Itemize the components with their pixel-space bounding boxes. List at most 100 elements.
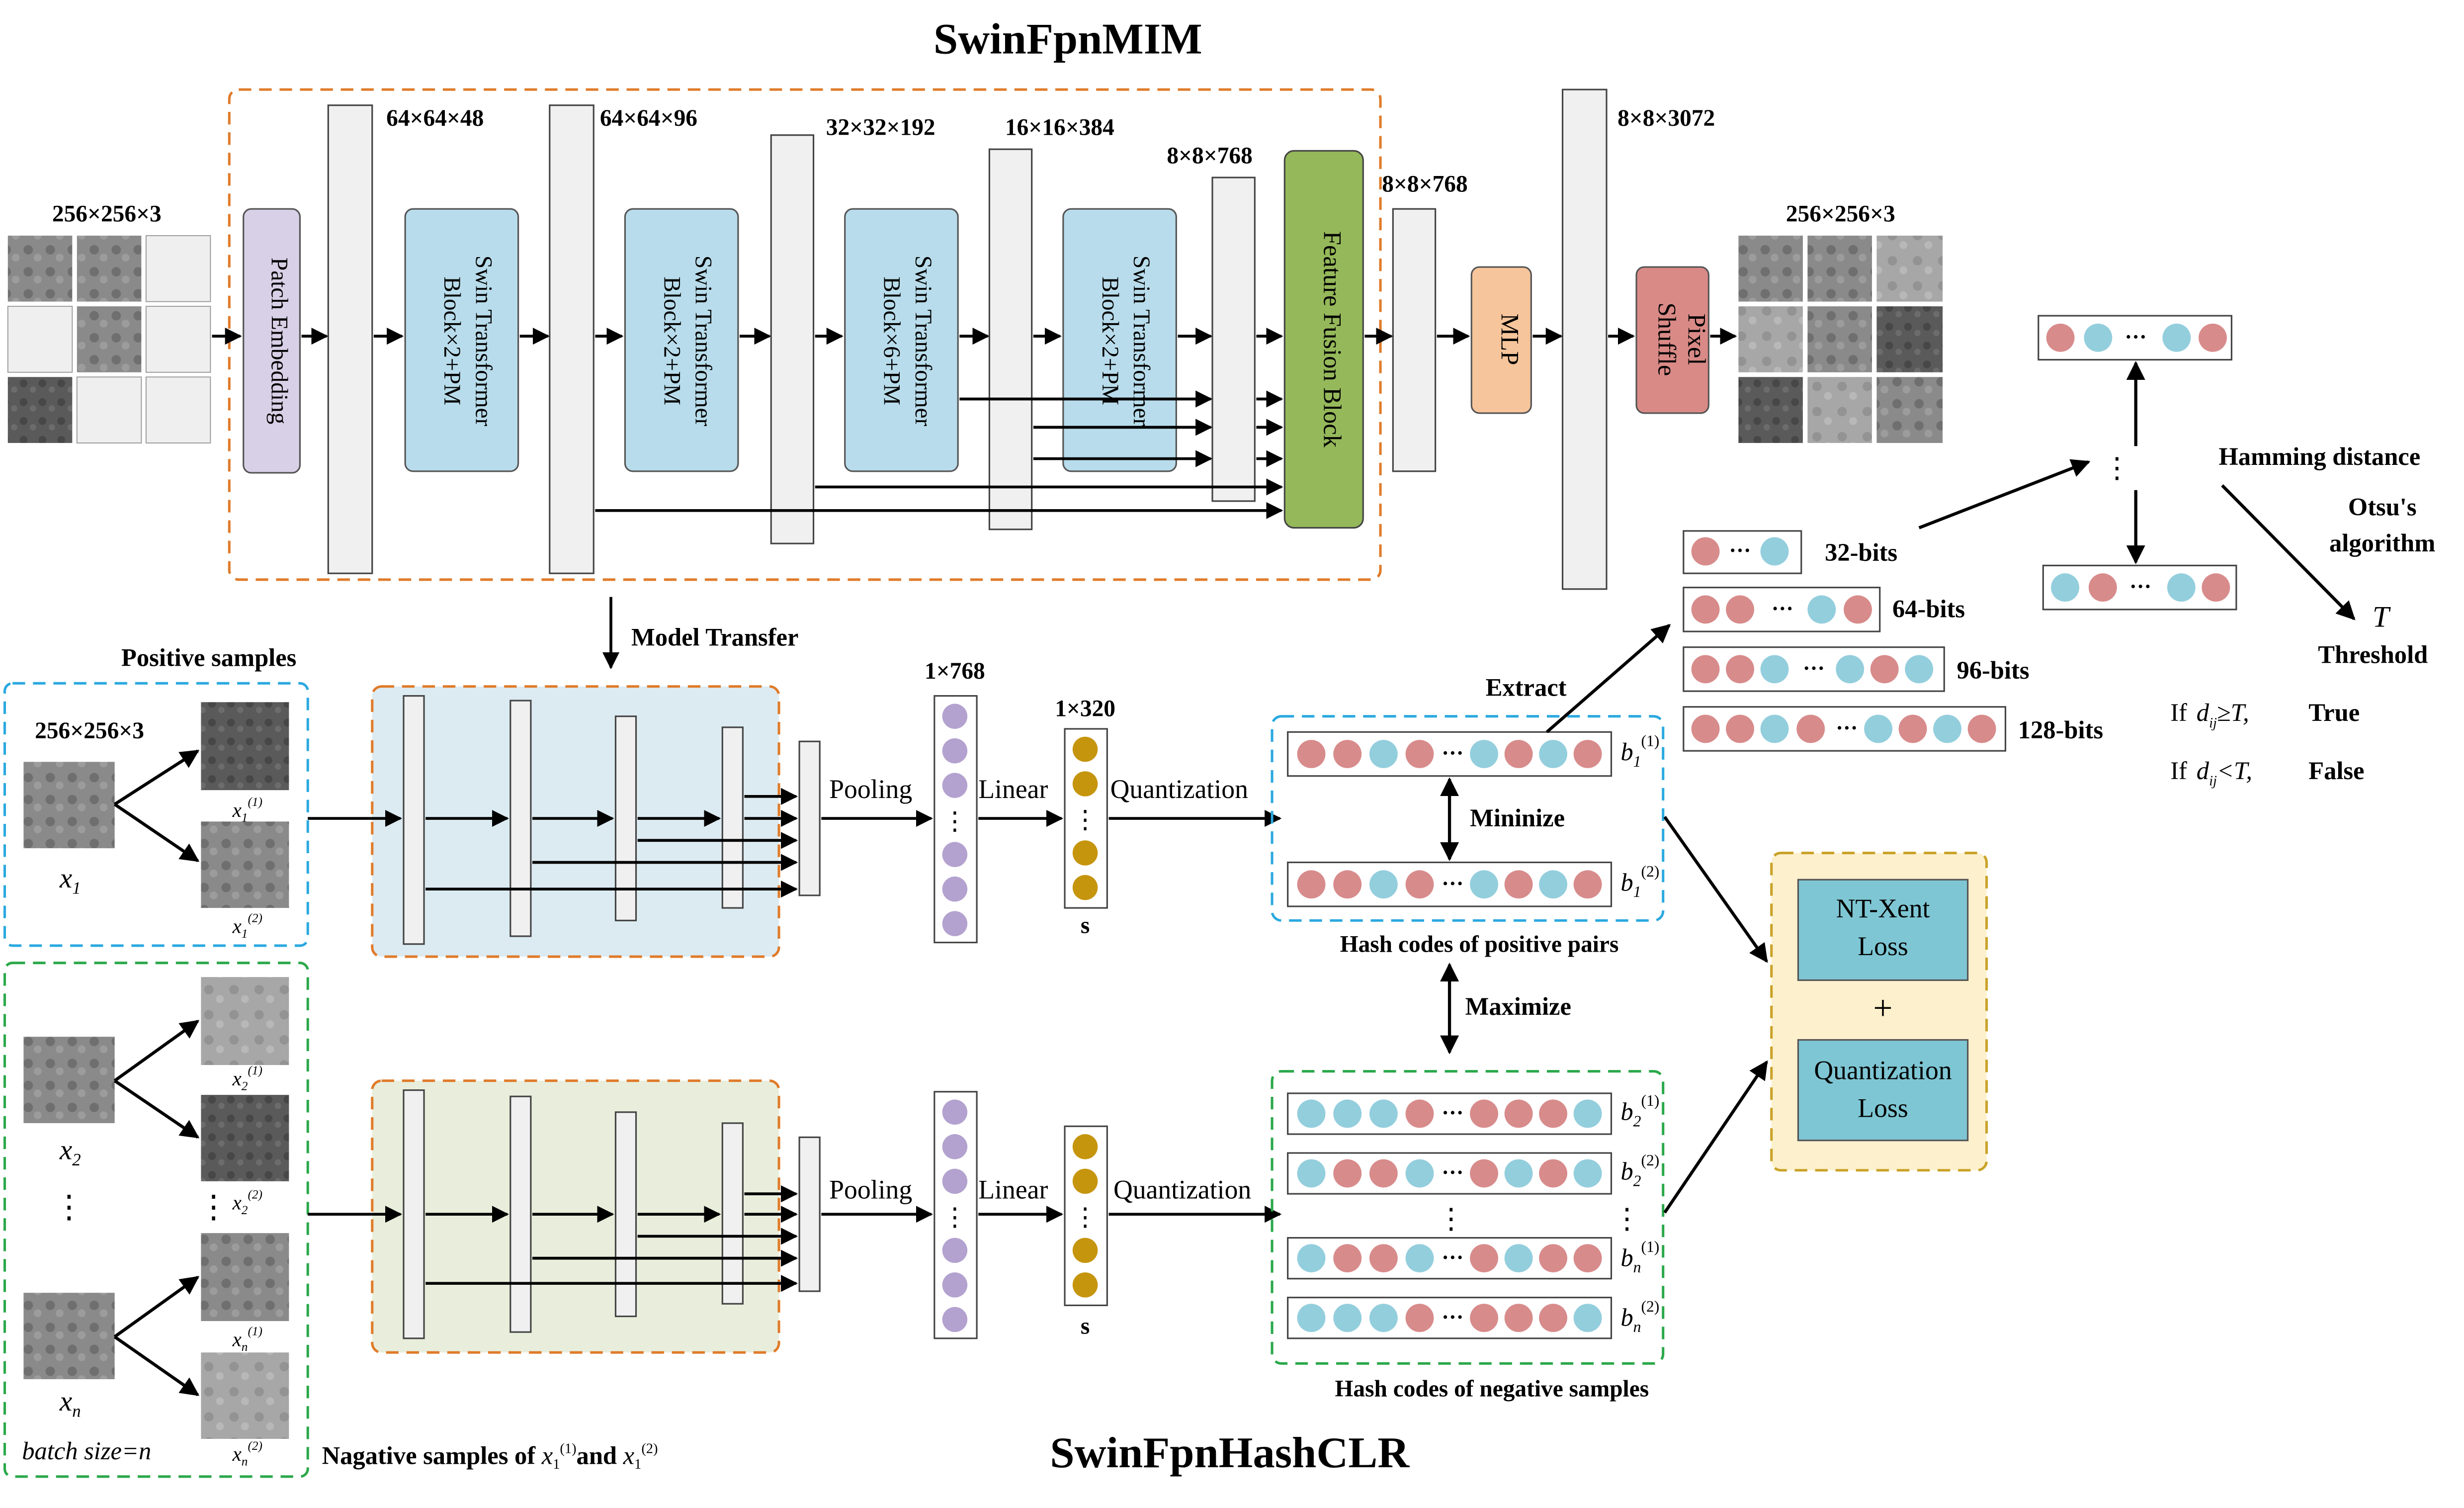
swin-block-1: Swin Transformer Block×2+PM bbox=[404, 208, 519, 472]
vector-768-negative-dots bbox=[942, 1099, 968, 1332]
hash-row-bn-2: ··· bbox=[1287, 1297, 1613, 1339]
dim-label-1: 64×64×48 bbox=[386, 105, 484, 131]
ntxent-loss-label-2: Loss bbox=[1858, 931, 1908, 961]
dim-768-label: 1×768 bbox=[925, 658, 985, 684]
hamming-distance-label: Hamming distance bbox=[2219, 443, 2421, 470]
positive-samples-title: Positive samples bbox=[121, 644, 296, 672]
positive-encoder-arrows bbox=[308, 788, 798, 898]
vector-768-positive-dots bbox=[942, 704, 968, 936]
b1-1-label: b1(1) bbox=[1620, 732, 1659, 770]
xn-label: xn bbox=[59, 1386, 81, 1421]
x2-aug2-image bbox=[201, 1095, 289, 1181]
x1-label: x1 bbox=[59, 863, 81, 898]
loss-plus: + bbox=[1873, 989, 1892, 1027]
dim-320-label: 1×320 bbox=[1055, 696, 1115, 722]
batch-size-label: batch size=n bbox=[22, 1437, 151, 1465]
title-swinfpnmim: SwinFpnMIM bbox=[934, 14, 1202, 63]
feature-fusion-label: Feature Fusion Block bbox=[1318, 231, 1346, 448]
negative-hash-dots-mid: ⋮ bbox=[1437, 1204, 1465, 1235]
negative-encoder-arrows bbox=[308, 1185, 798, 1292]
svg-text:···: ··· bbox=[1442, 1101, 1463, 1125]
svg-text:···: ··· bbox=[1729, 538, 1751, 563]
bits-label-64: 64-bits bbox=[1892, 595, 1965, 623]
xn-image bbox=[23, 1293, 115, 1379]
otsu-arrow bbox=[2221, 484, 2356, 621]
svg-text:···: ··· bbox=[1442, 1305, 1463, 1329]
xn-aug1-image bbox=[201, 1233, 289, 1322]
swin-block-2: Swin Transformer Block×2+PM bbox=[624, 208, 739, 472]
pixel-shuffle-label-1: Pixel bbox=[1683, 313, 1710, 365]
mim-flow-arrows bbox=[212, 328, 1737, 519]
svg-text:Block×6+PM: Block×6+PM bbox=[879, 276, 905, 405]
quantization-loss-box bbox=[1797, 1039, 1969, 1142]
positive-to-loss-arrow bbox=[1663, 816, 1768, 963]
x1-aug1-label: x1(1) bbox=[232, 795, 262, 825]
mim-feature-bar-7 bbox=[1561, 89, 1608, 590]
negative-samples-frame bbox=[3, 962, 309, 1478]
bits-row-128: ··· bbox=[1683, 706, 2007, 752]
bits-label-32: 32-bits bbox=[1825, 538, 1897, 566]
svg-text:···: ··· bbox=[1442, 1245, 1463, 1269]
swin-block-4: Swin Transformer Block×2+PM bbox=[1062, 208, 1177, 472]
x2-aug1-image bbox=[201, 977, 289, 1065]
vector-320-positive-dots bbox=[1072, 736, 1098, 900]
model-transfer-label: Model Transfer bbox=[631, 623, 798, 651]
negative-hash-dots-right: ⋮ bbox=[1613, 1204, 1641, 1235]
patch-embedding-block bbox=[243, 208, 301, 474]
s-label-positive: s bbox=[1081, 913, 1090, 939]
hash-row-b2-2: ··· bbox=[1287, 1152, 1613, 1195]
bn-1-label: bn(1) bbox=[1620, 1238, 1659, 1276]
bits-label-128: 128-bits bbox=[2018, 716, 2103, 744]
xn-aug2-label: xn(2) bbox=[232, 1439, 262, 1469]
mim-feature-bar-3 bbox=[770, 134, 815, 544]
bits-row-96: ··· bbox=[1683, 646, 1945, 692]
vector-768-negative-ellipsis: ⋮ bbox=[942, 1203, 968, 1231]
svg-text:Swin Transformer: Swin Transformer bbox=[1128, 256, 1154, 427]
positive-encoder-bars bbox=[403, 695, 821, 945]
mlp-label: MLP bbox=[1496, 313, 1524, 365]
dim-label-6: 8×8×768 bbox=[1382, 171, 1467, 197]
maximize-label: Maximize bbox=[1465, 992, 1571, 1020]
extract-label: Extract bbox=[1486, 674, 1567, 702]
negative-aug-arrows bbox=[113, 1020, 200, 1397]
positive-hash-frame bbox=[1271, 715, 1665, 922]
hash-row-bn-1: ··· bbox=[1287, 1237, 1613, 1280]
xn-aug2-image bbox=[201, 1352, 289, 1439]
positive-encoder-frame bbox=[371, 685, 780, 958]
x1-aug2-label: x1(2) bbox=[232, 911, 262, 941]
x2-image bbox=[23, 1037, 115, 1123]
svg-text:···: ··· bbox=[1772, 596, 1793, 621]
otsu-label-1: Otsu's bbox=[2348, 493, 2417, 521]
x2-aug2-label: x2(2) bbox=[232, 1188, 262, 1218]
vector-320-negative-dots bbox=[1072, 1134, 1098, 1298]
x1-aug1-image bbox=[201, 702, 289, 791]
s-label-negative: s bbox=[1081, 1313, 1090, 1339]
svg-text:Swin Transformer: Swin Transformer bbox=[690, 256, 716, 427]
svg-text:···: ··· bbox=[1442, 871, 1463, 895]
svg-text:···: ··· bbox=[2125, 325, 2147, 349]
x1-image bbox=[23, 762, 115, 849]
dim-label-4: 16×16×384 bbox=[1005, 115, 1114, 141]
mim-feature-bar-1 bbox=[327, 104, 373, 574]
feature-fusion-block bbox=[1283, 150, 1364, 529]
vector-768-positive-ellipsis: ⋮ bbox=[942, 807, 968, 835]
x2-aug1-label: x2(1) bbox=[232, 1064, 262, 1093]
negative-to-loss-arrow bbox=[1663, 1060, 1768, 1214]
quantization-loss-label-1: Quantization bbox=[1814, 1055, 1952, 1085]
extract-arrow bbox=[1545, 623, 1671, 733]
pixel-shuffle-block bbox=[1635, 266, 1709, 414]
negative-left-dots: ⋮ bbox=[53, 1190, 85, 1225]
svg-text:···: ··· bbox=[1836, 716, 1858, 740]
mim-feature-bar-5 bbox=[1211, 177, 1256, 502]
negative-hash-caption: Hash codes of negative samples bbox=[1335, 1376, 1649, 1402]
bits-row-32: ··· bbox=[1683, 530, 1802, 574]
quantization-loss-label-2: Loss bbox=[1858, 1093, 1908, 1123]
quantization-label-negative: Quantization bbox=[1113, 1175, 1251, 1205]
threshold-T: T bbox=[2373, 601, 2391, 633]
vector-768-positive bbox=[934, 695, 978, 944]
positive-samples-frame bbox=[3, 682, 309, 947]
mim-feature-bar-6 bbox=[1392, 208, 1437, 472]
